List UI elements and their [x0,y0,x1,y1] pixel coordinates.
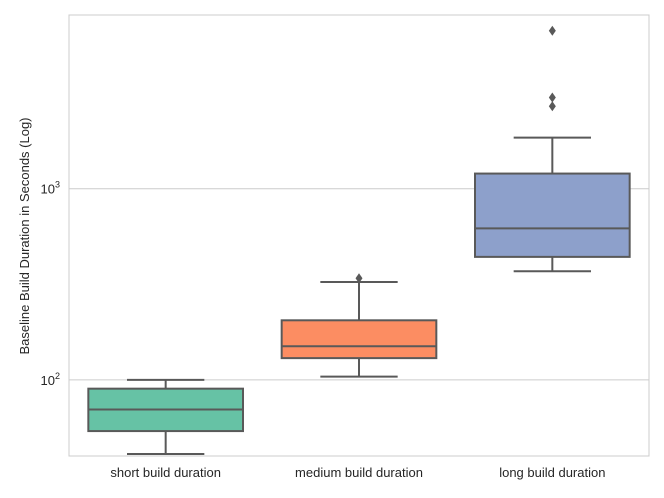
outlier-marker [548,101,556,112]
box-1 [87,378,245,455]
x-tick-labels: short build duration medium build duratio… [110,465,605,480]
iqr-box [280,319,438,360]
outlier-marker [548,92,556,103]
y-tick-label: 103 [41,180,60,197]
y-tick-exponent: 3 [55,180,60,190]
iqr-box [474,172,631,258]
outlier-marker [548,25,556,36]
x-tick-label: long build duration [499,465,605,480]
x-tick-label: medium build duration [295,465,423,480]
y-tick-exponent: 2 [55,371,60,381]
y-tick-base: 10 [41,182,55,197]
y-axis-title: Baseline Build Duration in Seconds (Log) [17,117,32,354]
outlier-marker [355,273,363,284]
box-2 [280,273,438,378]
boxes-layer [87,25,631,455]
box-3 [474,25,631,273]
y-tick-label: 102 [41,371,60,388]
y-tick-base: 10 [41,373,55,388]
x-tick-label: short build duration [110,465,221,480]
